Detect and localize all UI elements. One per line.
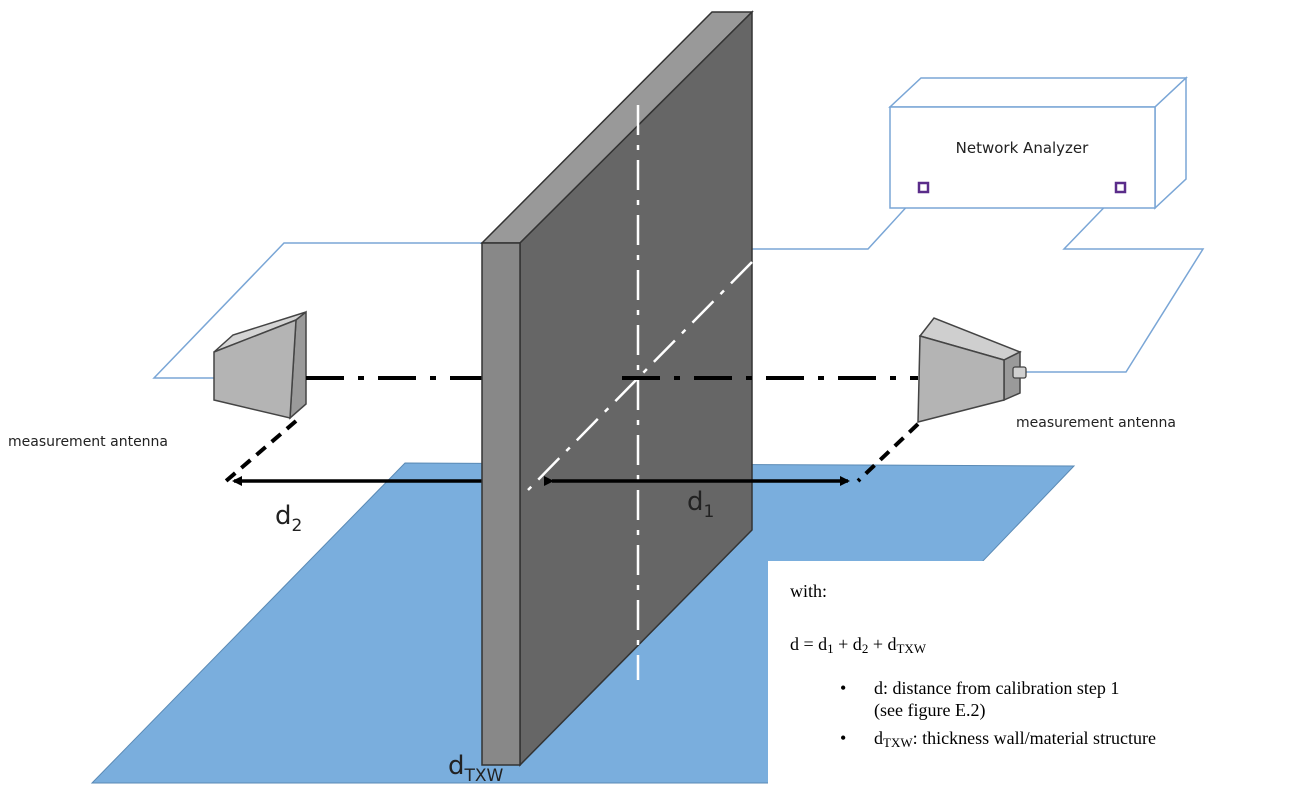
left-dashed-drop — [224, 419, 298, 483]
wall-side — [481, 242, 521, 766]
formula-sub-1: 1 — [827, 641, 834, 656]
bullet-icon: • — [840, 678, 847, 698]
d1-label: d1 — [687, 487, 714, 522]
analyzer-port-right — [1114, 181, 1127, 194]
left-antenna-front — [213, 318, 297, 419]
right-antenna-label: measurement antenna — [1016, 415, 1176, 431]
legend-item-thickness: • dTXW: thickness wall/material structur… — [840, 727, 1156, 749]
formula-d: d = d — [790, 634, 828, 654]
legend-item-thickness-text: : thickness wall/material structure — [912, 728, 1157, 748]
formula-plus-1: + d — [833, 634, 862, 654]
left-cable — [152, 242, 482, 379]
analyzer-label: Network Analyzer — [956, 139, 1090, 157]
right-antenna-front — [917, 335, 1005, 423]
wall — [480, 10, 754, 767]
legend-item-distance-line1: d: distance from calibration step 1 — [874, 678, 1120, 698]
right-antenna — [917, 317, 1027, 423]
legend-with: with: — [790, 581, 828, 601]
dtxw-label: dTXW — [448, 751, 504, 786]
right-antenna-connector — [1012, 366, 1027, 379]
network-analyzer: Network Analyzer — [888, 76, 1188, 210]
legend-item-distance: • d: distance from calibration step 1 (s… — [840, 677, 1156, 721]
formula-plus-2: + d — [868, 634, 897, 654]
legend-list: • d: distance from calibration step 1 (s… — [840, 677, 1156, 755]
analyzer-port-left — [917, 181, 930, 194]
bullet-icon: • — [840, 728, 847, 748]
formula-sub-2: 2 — [861, 641, 869, 656]
right-dashed-drop — [856, 422, 920, 483]
d2-label: d2 — [275, 501, 302, 536]
analyzer-front — [889, 106, 1156, 209]
left-antenna — [213, 310, 307, 420]
analyzer-top — [888, 77, 1188, 108]
legend-item-distance-line2: (see figure E.2) — [874, 700, 986, 720]
legend-formula: d = d1 + d2 + dTXW — [790, 634, 926, 655]
left-antenna-label: measurement antenna — [8, 434, 168, 450]
network-cable-right — [1026, 190, 1205, 373]
legend-item-thickness-prefix: d — [874, 728, 883, 748]
network-cable-left — [752, 189, 923, 250]
legend-box: with: d = d1 + d2 + dTXW • d: distance f… — [768, 561, 1311, 787]
formula-sub-txw: TXW — [896, 641, 927, 656]
legend-item-thickness-sub: TXW — [883, 735, 913, 750]
